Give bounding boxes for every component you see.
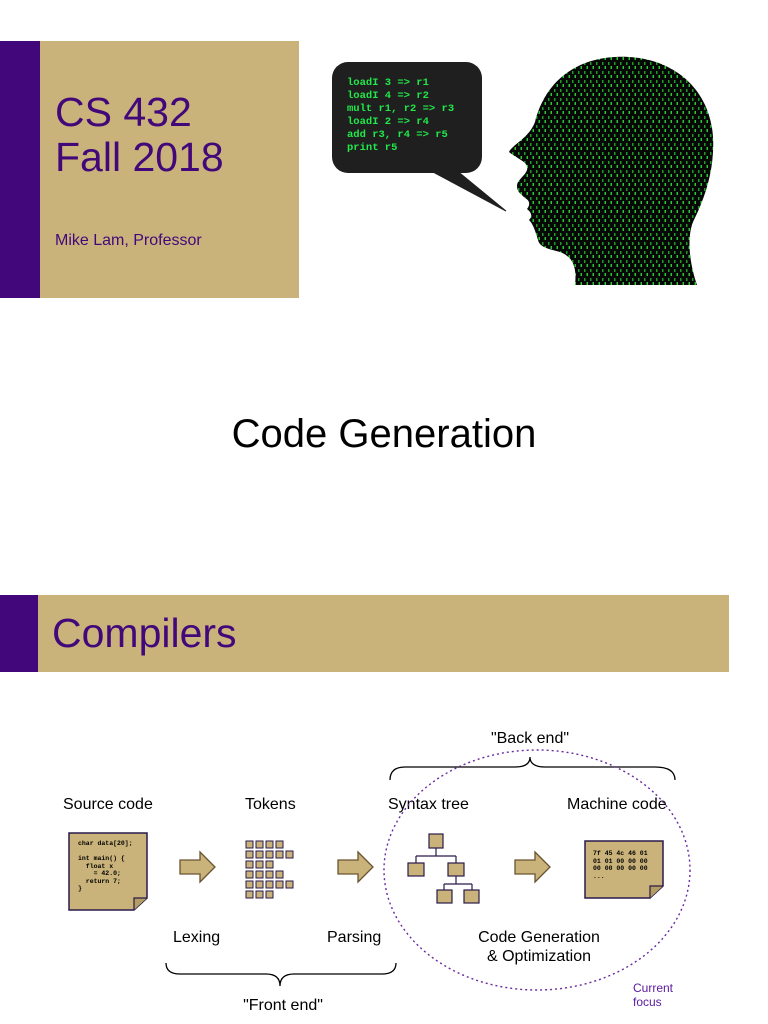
arrow-right-icon — [336, 850, 376, 884]
professor-name: Mike Lam, Professor — [55, 232, 202, 250]
lexing-label: Lexing — [173, 929, 220, 947]
slide-heading: Code Generation — [0, 412, 768, 457]
codegen-label-line1: Code Generation — [448, 929, 630, 947]
compilers-title: Compilers — [52, 610, 237, 657]
current-focus-line1: Current — [633, 981, 673, 995]
source-code-snippet: char data[20]; int main() { float x = 42… — [78, 840, 133, 893]
current-focus-line2: focus — [633, 995, 673, 1009]
bubble-code: loadI 3 => r1 loadI 4 => r2 mult r1, r2 … — [347, 77, 454, 155]
tokens-label: Tokens — [245, 796, 296, 814]
source-code-label: Source code — [63, 796, 153, 814]
head-silhouette-icon — [505, 52, 720, 287]
arrow-right-icon — [178, 850, 218, 884]
current-focus-note: Current focus — [633, 981, 673, 1009]
course-term: Fall 2018 — [55, 135, 295, 180]
back-end-label: "Back end" — [430, 730, 630, 748]
codegen-label-line2: & Optimization — [448, 948, 630, 966]
course-title: CS 432 Fall 2018 — [55, 90, 295, 180]
front-end-brace — [162, 960, 400, 990]
front-end-label: "Front end" — [183, 997, 383, 1015]
tokens-grid-icon — [245, 840, 303, 906]
course-code: CS 432 — [55, 90, 295, 135]
title-accent-stripe — [0, 41, 40, 298]
compilers-accent-stripe — [0, 595, 38, 672]
parsing-label: Parsing — [327, 929, 381, 947]
